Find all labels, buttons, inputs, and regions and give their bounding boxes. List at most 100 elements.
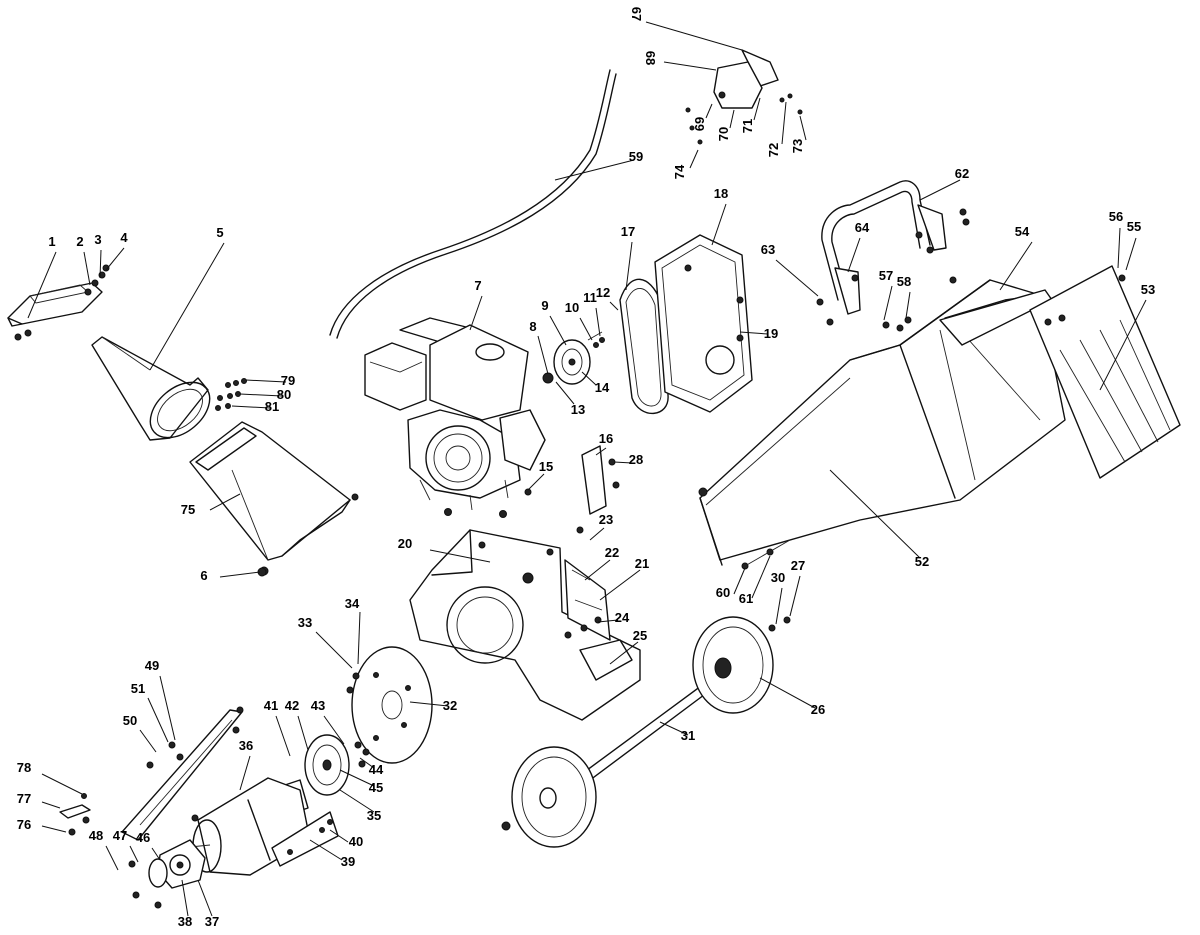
part-number-36: 36 bbox=[239, 738, 253, 753]
leader-line-39 bbox=[309, 839, 343, 861]
leader-line-35 bbox=[339, 789, 375, 813]
part-number-64: 64 bbox=[855, 220, 870, 235]
leader-line-61 bbox=[751, 555, 771, 599]
leader-line-31 bbox=[659, 721, 689, 736]
part-number-40: 40 bbox=[349, 834, 363, 849]
leader-line-73 bbox=[799, 115, 807, 141]
part-number-61: 61 bbox=[739, 591, 753, 606]
discharge-chute bbox=[91, 336, 211, 441]
leader-line-70 bbox=[729, 109, 735, 129]
part-number-73: 73 bbox=[790, 139, 805, 153]
leader-line-13 bbox=[555, 381, 575, 405]
flywheel bbox=[346, 646, 433, 764]
part-number-54: 54 bbox=[1015, 224, 1030, 239]
part-number-68: 68 bbox=[643, 51, 658, 65]
part-number-8: 8 bbox=[529, 319, 536, 334]
leader-line-27 bbox=[789, 575, 801, 617]
part-number-1: 1 bbox=[48, 234, 55, 249]
leader-line-8 bbox=[537, 335, 549, 375]
leader-line-64 bbox=[847, 237, 861, 273]
part-number-74: 74 bbox=[672, 164, 687, 179]
leader-line-78 bbox=[41, 773, 83, 795]
leader-line-48 bbox=[105, 845, 119, 871]
leader-line-28 bbox=[613, 461, 633, 464]
leader-line-34 bbox=[357, 611, 361, 665]
part-number-38: 38 bbox=[178, 914, 192, 929]
bearing-housing bbox=[128, 839, 206, 909]
leader-line-37 bbox=[197, 879, 213, 917]
leader-line-24 bbox=[597, 619, 619, 623]
chute-hardware bbox=[215, 378, 247, 411]
leader-line-75 bbox=[209, 493, 241, 511]
part-number-62: 62 bbox=[955, 166, 969, 181]
part-number-5: 5 bbox=[216, 225, 223, 240]
hopper bbox=[698, 276, 1066, 566]
drive-belt-inner bbox=[625, 288, 662, 407]
leader-line-23 bbox=[589, 527, 605, 541]
part-number-59: 59 bbox=[629, 149, 643, 164]
leader-line-6 bbox=[219, 571, 261, 578]
leader-line-1 bbox=[27, 251, 57, 319]
part-number-49: 49 bbox=[145, 658, 159, 673]
part-number-19: 19 bbox=[764, 326, 778, 341]
leader-line-43 bbox=[323, 715, 345, 745]
leader-line-58 bbox=[905, 291, 911, 319]
leader-line-55 bbox=[1125, 237, 1137, 271]
part-number-42: 42 bbox=[285, 698, 299, 713]
leader-line-21 bbox=[599, 569, 641, 601]
part-number-17: 17 bbox=[621, 224, 635, 239]
part-number-67: 67 bbox=[629, 7, 644, 21]
leader-line-4 bbox=[105, 247, 125, 271]
part-number-47: 47 bbox=[113, 828, 127, 843]
part-number-31: 31 bbox=[681, 728, 695, 743]
leader-line-16 bbox=[595, 447, 607, 456]
leader-line-52 bbox=[829, 469, 921, 559]
leader-line-77 bbox=[41, 801, 61, 809]
part-number-27: 27 bbox=[791, 558, 805, 573]
part-number-57: 57 bbox=[879, 268, 893, 283]
part-number-25: 25 bbox=[633, 628, 647, 643]
part-number-41: 41 bbox=[264, 698, 278, 713]
leader-line-25 bbox=[609, 641, 639, 665]
leader-line-72 bbox=[781, 101, 787, 145]
leader-line-46 bbox=[151, 847, 161, 861]
leader-line-53 bbox=[1099, 299, 1147, 391]
part-number-28: 28 bbox=[629, 452, 643, 467]
part-number-34: 34 bbox=[345, 596, 360, 611]
leader-line-41 bbox=[275, 715, 291, 757]
leader-line-32 bbox=[409, 701, 449, 707]
part-number-22: 22 bbox=[605, 545, 619, 560]
part-number-81: 81 bbox=[265, 399, 279, 414]
leader-line-36 bbox=[239, 755, 251, 791]
leader-line-47 bbox=[129, 845, 139, 863]
leader-line-76 bbox=[41, 825, 67, 833]
leader-line-18 bbox=[711, 203, 727, 246]
leader-line-15 bbox=[527, 473, 545, 491]
leader-line-69 bbox=[705, 103, 713, 119]
part-number-71: 71 bbox=[740, 119, 755, 133]
part-number-37: 37 bbox=[205, 914, 219, 929]
part-number-16: 16 bbox=[599, 431, 613, 446]
lower-chute-housing bbox=[189, 421, 359, 576]
part-number-72: 72 bbox=[766, 143, 781, 157]
part-number-70: 70 bbox=[716, 127, 731, 141]
leader-line-57 bbox=[883, 285, 893, 321]
part-number-15: 15 bbox=[539, 459, 553, 474]
part-number-46: 46 bbox=[136, 830, 150, 845]
small-clamp bbox=[59, 793, 91, 836]
hopper-flap bbox=[1029, 265, 1181, 479]
leader-line-49 bbox=[159, 675, 176, 741]
part-number-75: 75 bbox=[181, 502, 195, 517]
part-number-58: 58 bbox=[897, 274, 911, 289]
part-number-18: 18 bbox=[714, 186, 728, 201]
leader-line-30 bbox=[775, 587, 783, 625]
leader-line-26 bbox=[759, 677, 816, 709]
leader-line-79 bbox=[245, 379, 287, 383]
part-number-10: 10 bbox=[565, 300, 579, 315]
part-number-80: 80 bbox=[277, 387, 291, 402]
leader-line-22 bbox=[584, 559, 611, 581]
part-number-55: 55 bbox=[1127, 219, 1141, 234]
engine bbox=[364, 317, 546, 518]
part-number-13: 13 bbox=[571, 402, 585, 417]
part-number-4: 4 bbox=[120, 230, 128, 245]
